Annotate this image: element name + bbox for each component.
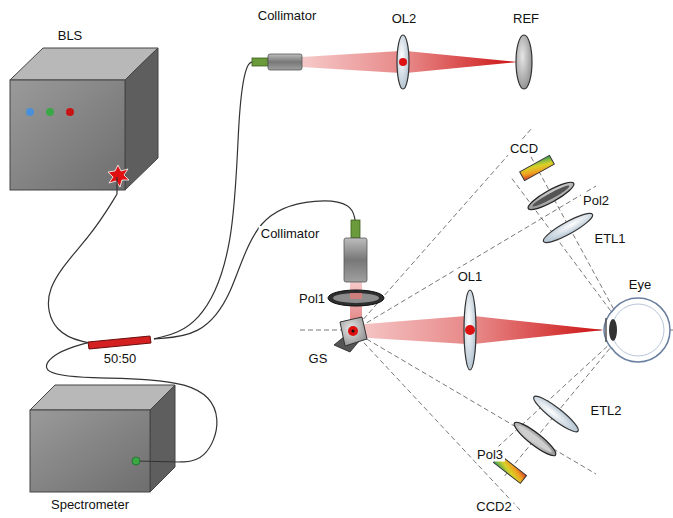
optical-fiber [48,194,117,343]
imaging-rays [353,128,625,510]
part-label: CCD2 [474,499,513,514]
fiber-coupler [88,336,151,349]
component-label: Collimator [259,226,322,241]
objective-lens [397,35,409,89]
reference-mirror [516,35,532,89]
beam-spot [465,325,475,335]
part-label: GS [307,351,330,366]
part-label: ETL2 [588,403,623,418]
reference-beam [302,51,400,73]
device-node: Collimator [252,6,322,72]
part-label: Pol2 [581,193,611,208]
part-label: REF [511,11,541,26]
sample-beam-focus [474,316,604,344]
part-label: ETL1 [592,231,627,246]
reference-beam-focus [406,51,518,73]
optical-fiber [154,201,355,339]
part-label: Pol1 [297,291,327,306]
fiber-tip [252,58,268,66]
part-label: Eye [627,277,653,292]
galvo-scanner [334,317,367,352]
light-source-box [10,48,158,194]
device-node: Collimator [255,220,372,290]
part-label: OL2 [390,11,419,26]
device-node: BLS [8,26,162,194]
part-label: OL1 [456,269,485,284]
device-node: 50:50 [88,332,154,370]
fiber-tip [351,220,360,238]
optical-fiber [154,62,252,339]
polarizer [328,290,384,306]
part-label: Pol3 [475,447,505,462]
component-label: 50:50 [102,351,139,366]
optical-fiber [46,343,216,462]
part-label: CCD [508,141,540,156]
component-label: BLS [56,28,85,43]
spectrometer-box [30,385,180,492]
beam-spot [399,58,407,66]
camera-arm-lower [494,392,582,483]
device-node: Spectrometer [26,383,180,515]
component-label: Spectrometer [49,497,131,512]
collimator-body [344,238,367,282]
collimator-body [268,54,302,70]
objective-lens [464,290,476,370]
component-label: Collimator [256,8,319,23]
eye [604,298,670,362]
sample-beam [353,316,466,344]
